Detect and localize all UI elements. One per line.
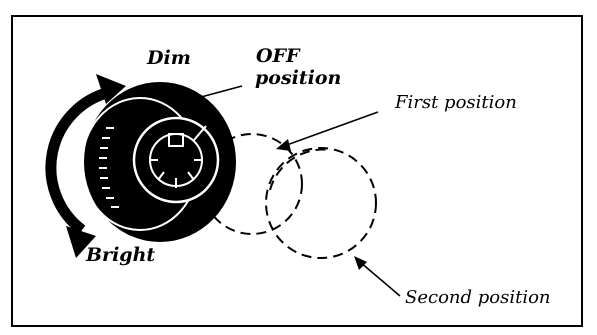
dimmer-knob	[81, 82, 236, 242]
second-position-outline	[265, 147, 377, 259]
second-position-arrow	[354, 256, 401, 297]
second-position-label: Second position	[405, 287, 551, 308]
rotation-arrow-icon	[45, 74, 126, 258]
dim-label: Dim	[147, 47, 191, 69]
off-position-label: position	[255, 67, 342, 89]
off-label: OFF	[256, 45, 300, 67]
first-position-label: First position	[395, 92, 517, 113]
first-position-arrow	[276, 111, 379, 151]
off-position-arrow	[183, 85, 243, 106]
bulb-icon	[150, 133, 202, 188]
bright-label: Bright	[86, 244, 156, 266]
first-position-outline	[201, 133, 303, 235]
